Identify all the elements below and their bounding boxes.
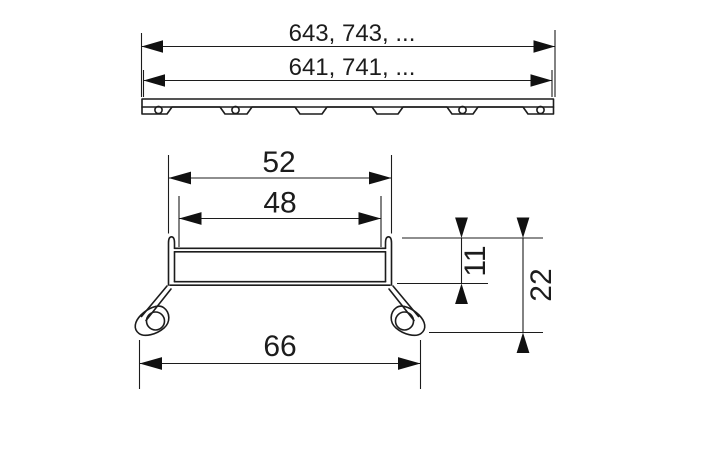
- arrow-right-icon: [530, 74, 552, 87]
- profile-left-half: [134, 236, 176, 337]
- dim-label-rim-height: 11: [459, 245, 492, 276]
- dim-inner-width: 48: [178, 187, 382, 247]
- arrow-down-icon: [516, 217, 530, 238]
- foot-curl: [390, 305, 426, 337]
- wing-inner-line: [145, 288, 172, 322]
- dim-channel-length: 641, 741, ...: [142, 54, 553, 97]
- section-view: 52 48: [134, 146, 558, 389]
- arrow-left-icon: [179, 212, 202, 225]
- fixing-hole: [458, 105, 467, 115]
- dim-label-outer-width: 52: [262, 146, 295, 179]
- dim-label-grate-length: 643, 743, ...: [289, 20, 416, 47]
- dim-label-base-width: 66: [263, 330, 296, 363]
- arrow-right-icon: [533, 40, 555, 53]
- dim-label-total-height: 22: [525, 268, 558, 301]
- wing-inner-line: [388, 288, 415, 322]
- fixing-hole: [154, 105, 163, 115]
- arrow-up-icon: [455, 283, 468, 304]
- arrow-right-icon: [369, 171, 392, 185]
- rim-hook: [384, 236, 393, 286]
- dim-label-channel-length: 641, 741, ...: [289, 54, 416, 81]
- dim-rim-height: 11: [397, 217, 543, 304]
- profile-right-half: [384, 236, 426, 337]
- foot-curl: [134, 305, 170, 337]
- dim-total-height: 22: [429, 217, 558, 353]
- dim-outer-width: 52: [167, 146, 393, 234]
- arrow-left-icon: [139, 357, 162, 370]
- dim-label-inner-width: 48: [263, 187, 296, 220]
- fixing-hole: [536, 105, 545, 115]
- arrow-left-icon: [168, 171, 191, 185]
- arrow-left-icon: [143, 74, 165, 87]
- arrow-down-icon: [455, 217, 468, 238]
- section-profile: [134, 236, 426, 337]
- top-view: 643, 743, ... 641, 741, ...: [140, 20, 556, 115]
- dim-base-width: 66: [138, 330, 422, 389]
- dim-grate-length: 643, 743, ...: [140, 20, 556, 97]
- arrow-left-icon: [141, 40, 163, 53]
- channel-rail-profile: [141, 98, 555, 115]
- arrow-right-icon: [398, 357, 421, 370]
- fixing-hole: [231, 105, 240, 115]
- foot-roll-hole: [394, 311, 415, 331]
- foot-roll-hole: [145, 311, 166, 331]
- arrow-up-icon: [516, 332, 530, 353]
- arrow-right-icon: [358, 212, 381, 225]
- rim-hook: [167, 236, 176, 286]
